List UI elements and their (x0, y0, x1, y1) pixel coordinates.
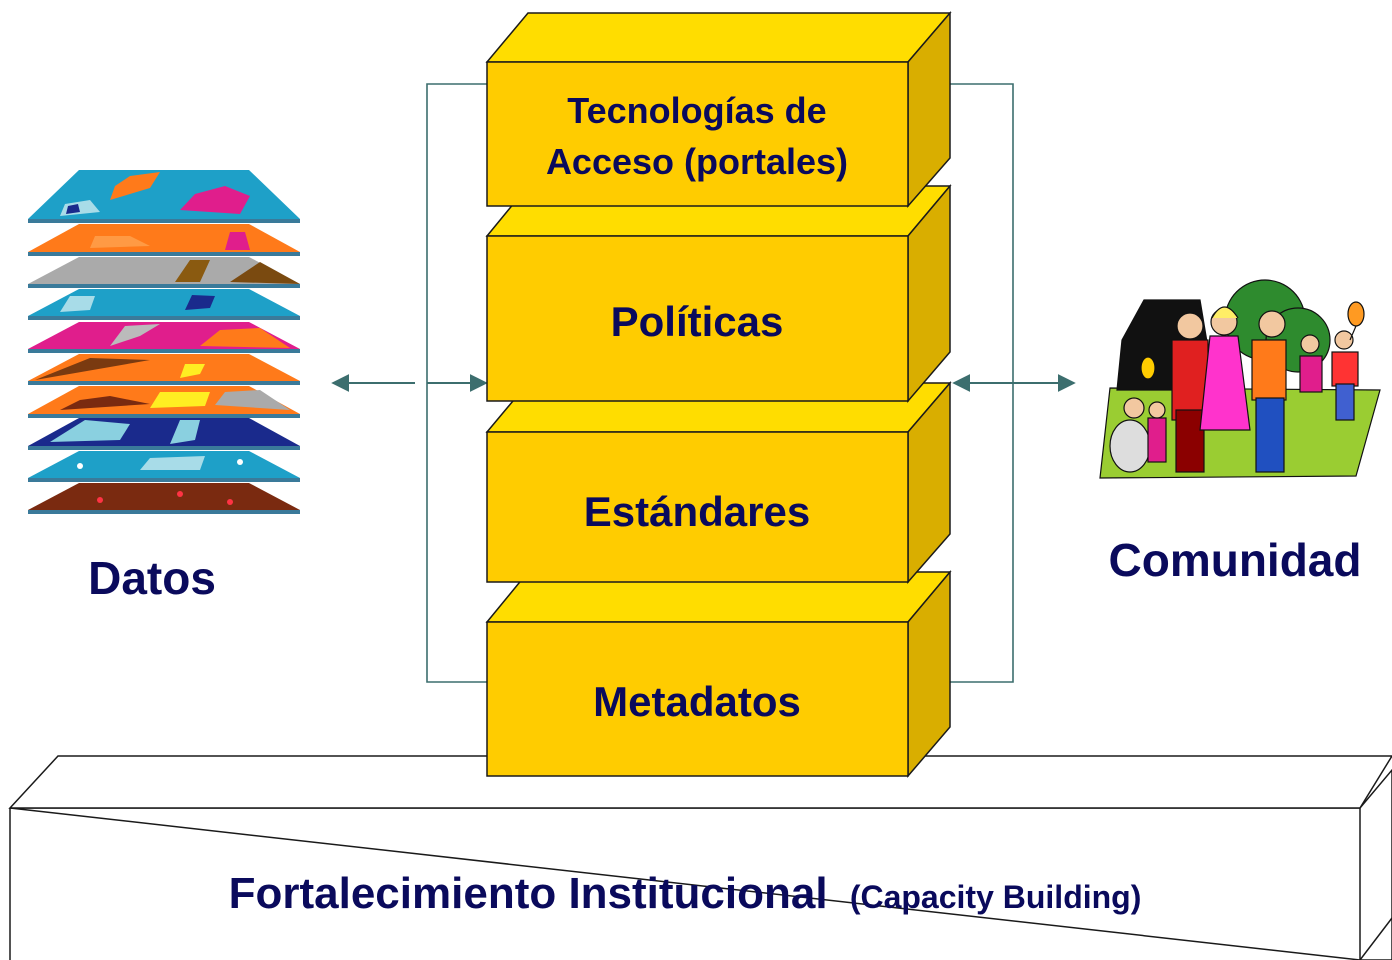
datos-label: Datos (88, 552, 216, 604)
foundation-slab (8, 755, 1392, 960)
block-tecnologias-label-line1: Tecnologías de (567, 90, 826, 131)
block-tecnologias-acceso (485, 10, 952, 208)
block-estandares-label: Estándares (584, 488, 810, 535)
community-illustration (1099, 279, 1381, 479)
block-metadatos (485, 569, 952, 779)
block-estandares (485, 380, 952, 584)
comunidad-label: Comunidad (1109, 534, 1362, 586)
block-metadatos-label: Metadatos (593, 678, 801, 725)
foundation-sub-text: (Capacity Building) (850, 879, 1142, 915)
foundation-main-text: Fortalecimiento Institucional (229, 869, 828, 918)
block-tecnologias-label-line2: Acceso (portales) (546, 141, 848, 182)
block-politicas-label: Políticas (611, 298, 784, 345)
foundation-label: Fortalecimiento Institucional (Capacity … (229, 869, 1142, 918)
block-politicas (485, 183, 952, 404)
data-layers-icon (28, 170, 300, 514)
